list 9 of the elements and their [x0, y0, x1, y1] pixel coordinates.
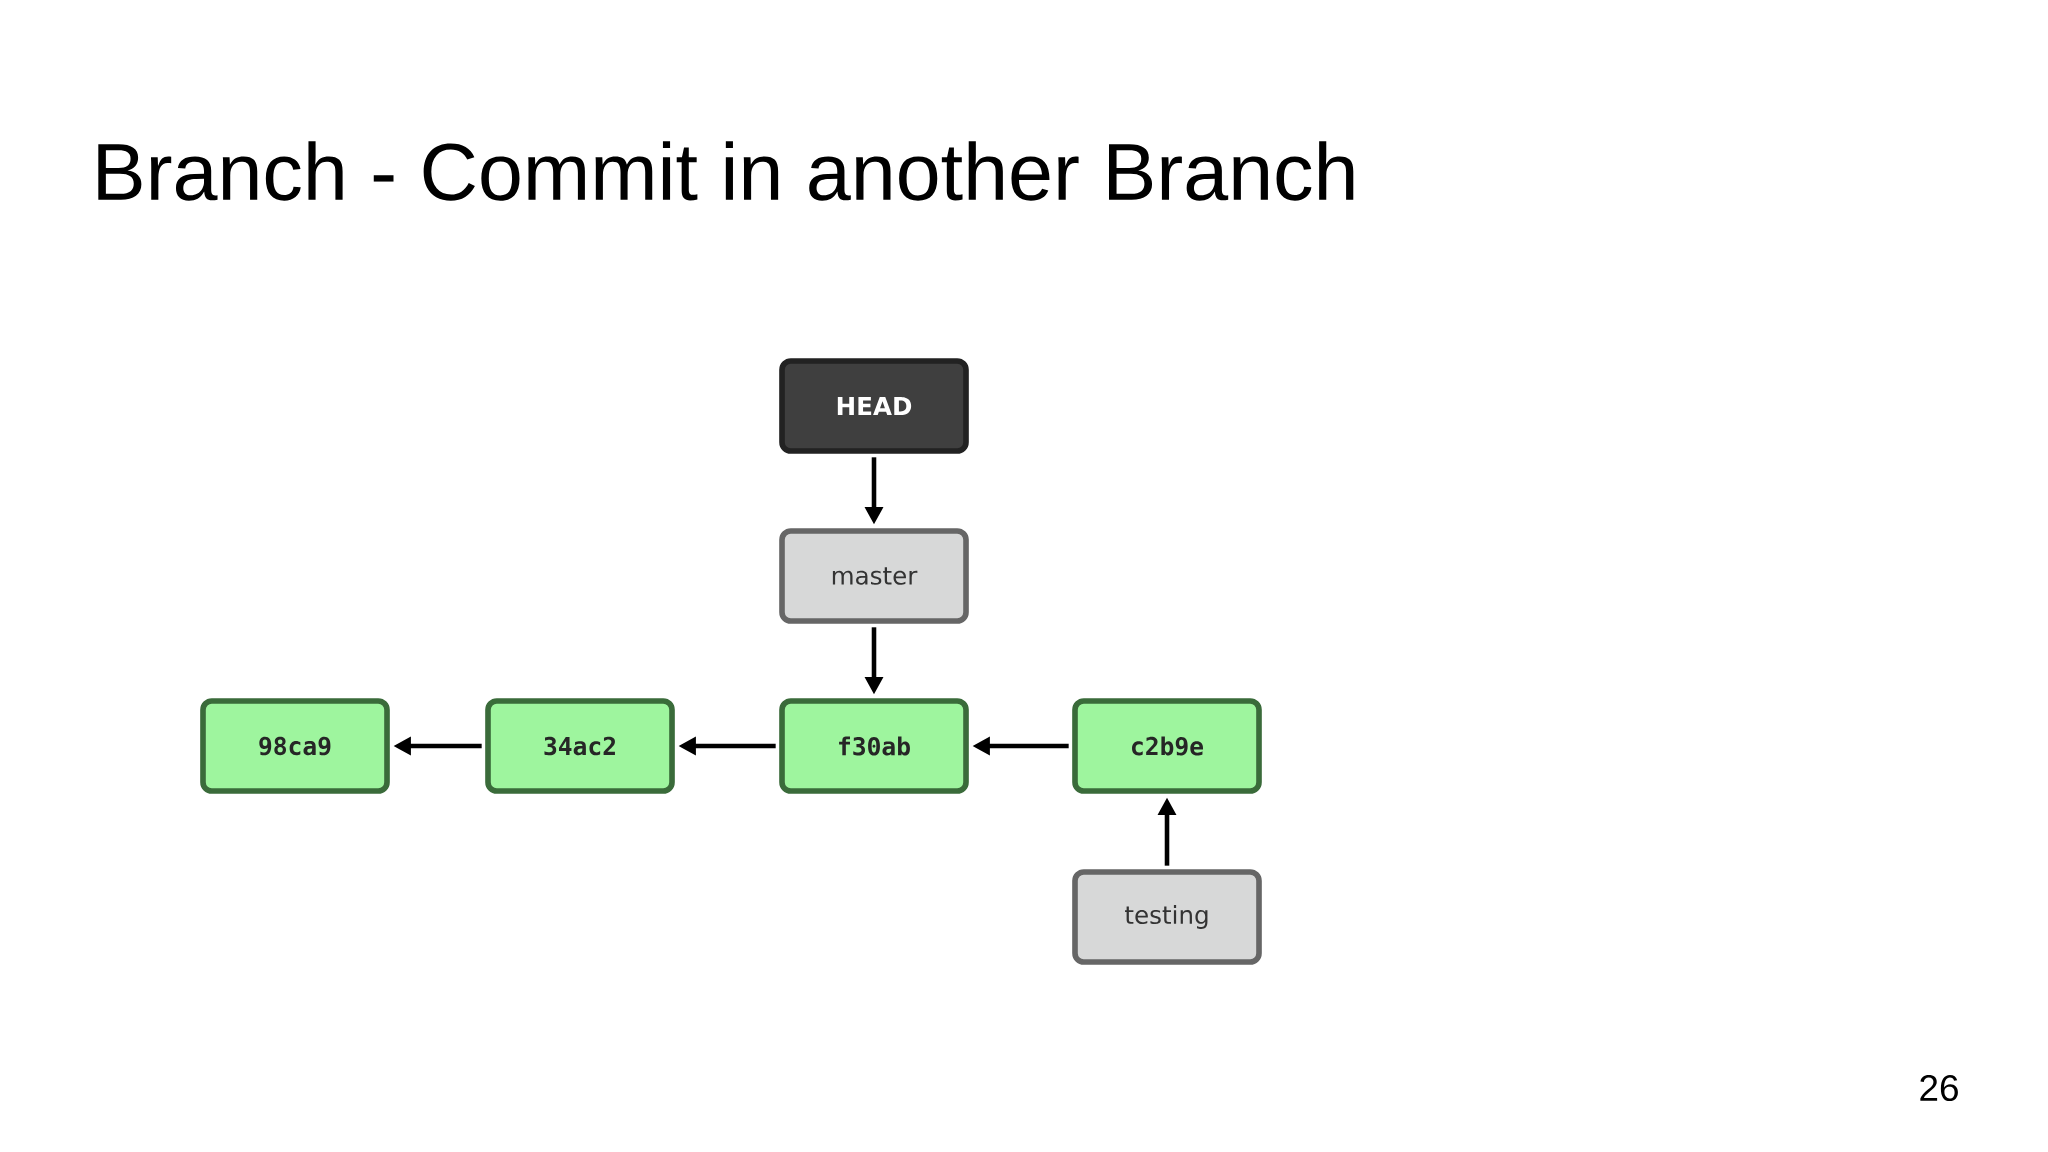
- commit-box: 34ac2: [485, 698, 675, 794]
- branch-box: master: [779, 528, 969, 624]
- page-number: 26: [1920, 1074, 1958, 1102]
- commit-box: f30ab: [779, 698, 969, 794]
- branch-box: testing: [1072, 869, 1262, 965]
- head-pointer-box: HEAD: [779, 358, 969, 454]
- commit-box: 98ca9: [200, 698, 390, 794]
- commit-box: c2b9e: [1072, 698, 1262, 794]
- slide-title: Branch - Commit in another Branch: [98, 141, 1354, 201]
